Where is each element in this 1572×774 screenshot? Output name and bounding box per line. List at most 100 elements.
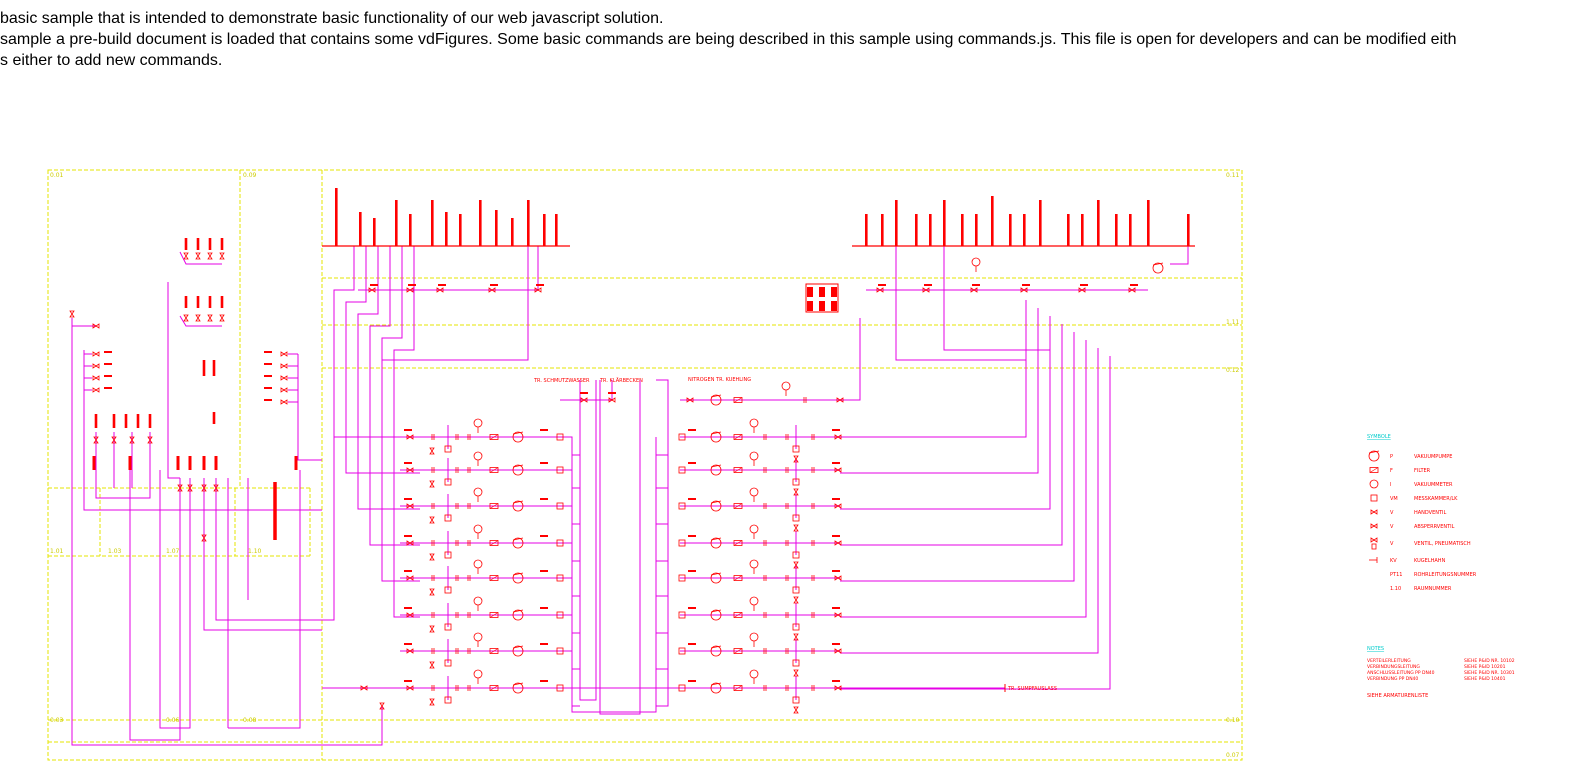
chamber-icon bbox=[678, 647, 686, 655]
note-right: SIEHE P&ID 10201 bbox=[1464, 664, 1506, 670]
pipe bbox=[167, 282, 180, 479]
pipe-tag bbox=[832, 570, 840, 572]
valve-icon bbox=[686, 397, 694, 403]
pipe-tag bbox=[878, 284, 886, 286]
chamber-icon bbox=[556, 466, 564, 474]
valve-icon bbox=[406, 575, 414, 581]
valve-icon bbox=[207, 314, 213, 322]
legend-code: KV bbox=[1390, 558, 1397, 564]
valve-icon bbox=[92, 351, 100, 357]
pump-icon bbox=[710, 682, 722, 694]
equipment-column bbox=[915, 214, 918, 246]
filter-hatch bbox=[489, 648, 499, 654]
valve-icon bbox=[834, 503, 842, 509]
pump-icon bbox=[512, 682, 524, 694]
equipment-column bbox=[188, 456, 192, 470]
pipe-tag bbox=[264, 399, 272, 401]
pipe-tag bbox=[438, 284, 446, 286]
frame-label: 0.08 bbox=[243, 717, 257, 724]
pipe-tag bbox=[104, 351, 112, 353]
equipment-column bbox=[1097, 200, 1100, 246]
frame-label: 1.03 bbox=[108, 548, 122, 555]
pipe bbox=[840, 300, 1027, 438]
valve-icon bbox=[922, 287, 930, 293]
equipment-column bbox=[94, 414, 98, 428]
left-header-label: TR. SCHMUTZWASSER bbox=[533, 378, 590, 384]
right-header-label: NITROGEN TR. KUEHLING bbox=[688, 377, 751, 383]
note-left: VERBINDUNG PP DN40 bbox=[1367, 676, 1418, 682]
pump-icon bbox=[710, 572, 722, 584]
valve-icon bbox=[793, 524, 799, 532]
note-left: VERBINDUNGSLEITUNG bbox=[1367, 664, 1420, 670]
pump-icon bbox=[512, 645, 524, 657]
chamber-icon bbox=[556, 647, 564, 655]
equipment-column bbox=[1147, 200, 1150, 246]
filter-hatch bbox=[1369, 467, 1379, 473]
pipe-tag bbox=[540, 643, 548, 645]
pipe bbox=[680, 318, 861, 401]
equipment-column bbox=[543, 214, 546, 246]
pipe-tag bbox=[370, 284, 378, 286]
note-right: SIEHE P&ID 10401 bbox=[1464, 676, 1506, 682]
pipe-tag bbox=[404, 607, 412, 609]
pipe-tag bbox=[104, 363, 112, 365]
pump-icon-line bbox=[512, 572, 524, 576]
pipe bbox=[571, 437, 657, 713]
valve-icon bbox=[793, 561, 799, 569]
pipe bbox=[656, 470, 669, 489]
valve-icon bbox=[834, 575, 842, 581]
valve-icon bbox=[368, 287, 376, 293]
drawing-canvas[interactable]: 0.01 0.09 0.11 1.11 0.12 0.10 0.07 1.01 … bbox=[0, 140, 1572, 774]
chamber-icon bbox=[556, 539, 564, 547]
filter-icon bbox=[489, 540, 499, 546]
chamber-icon bbox=[678, 502, 686, 510]
valve-icon bbox=[1078, 287, 1086, 293]
pipe-tag bbox=[972, 284, 980, 286]
pipe-tag bbox=[264, 387, 272, 389]
pump-icon bbox=[512, 500, 524, 512]
valve-icon bbox=[195, 252, 201, 260]
pipe bbox=[381, 246, 420, 582]
pipe-tag bbox=[490, 284, 498, 286]
pipe bbox=[357, 246, 420, 510]
equipment-layer bbox=[69, 188, 1195, 714]
filter-hatch bbox=[733, 503, 743, 509]
pipe-tag bbox=[688, 680, 696, 682]
valve-icon bbox=[219, 252, 225, 260]
valve-icon bbox=[177, 484, 183, 492]
pipe bbox=[393, 246, 420, 618]
pump-icon bbox=[512, 537, 524, 549]
pump-icon bbox=[710, 500, 722, 512]
pipe-tag bbox=[404, 570, 412, 572]
valve-icon bbox=[92, 375, 100, 381]
filter-icon bbox=[489, 575, 499, 581]
chamber-icon bbox=[556, 611, 564, 619]
gauge-icon bbox=[473, 524, 483, 534]
filter-icon bbox=[733, 467, 743, 473]
valve-icon bbox=[429, 516, 435, 524]
valve-icon bbox=[1370, 509, 1378, 515]
pipe bbox=[656, 578, 669, 597]
pipe-tag bbox=[104, 375, 112, 377]
chamber-icon bbox=[678, 539, 686, 547]
pump-icon-line bbox=[710, 431, 722, 435]
filter-icon bbox=[489, 648, 499, 654]
equipment-column bbox=[124, 414, 128, 428]
chamber-icon bbox=[444, 478, 452, 486]
equipment-column bbox=[479, 200, 482, 246]
equipment-column bbox=[445, 212, 448, 246]
pump-icon bbox=[710, 464, 722, 476]
valve-icon bbox=[793, 488, 799, 496]
frame-label: 0.11 bbox=[1226, 172, 1240, 179]
filter-icon bbox=[733, 612, 743, 618]
chamber-icon bbox=[678, 466, 686, 474]
gauge-icon bbox=[473, 596, 483, 606]
equipment-column bbox=[527, 200, 530, 246]
nitrogen-bottle bbox=[819, 287, 825, 297]
pipe-tag bbox=[832, 462, 840, 464]
legend-code: 1.10 bbox=[1390, 586, 1401, 592]
legend-text: MESSKAMMER/LK bbox=[1414, 496, 1458, 502]
pump-icon bbox=[512, 572, 524, 584]
process-labels: TR. SCHMUTZWASSER TR. KLÄRBECKEN NITROGE… bbox=[533, 377, 1057, 692]
gauge-icon bbox=[473, 487, 483, 497]
